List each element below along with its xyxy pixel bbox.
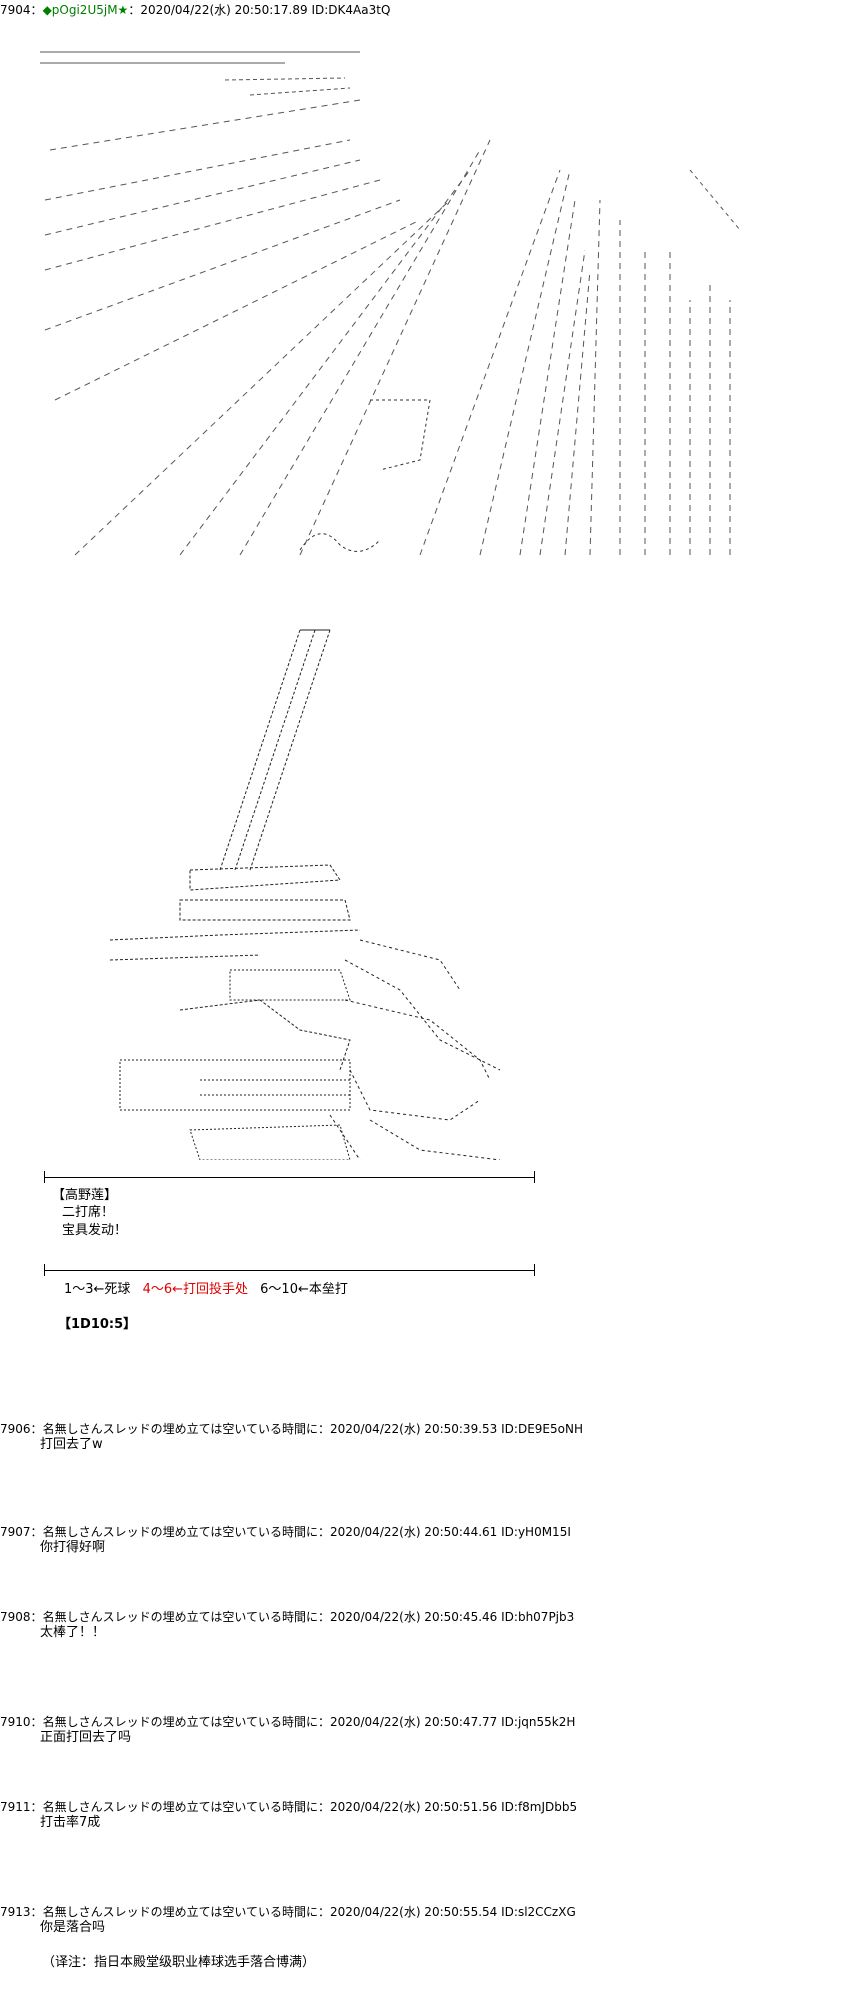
post-header-7910: 7910：名無しさんスレッドの埋め立ては空いている時間に：2020/04/22(… [0,1715,575,1729]
poster-name: 名無しさんスレッドの埋め立ては空いている時間に [42,1422,318,1436]
dice-result: 【1D10:5】 [58,1317,137,1332]
post-body-7908: 太棒了！！ [40,1625,106,1640]
post-id[interactable]: ID:yH0M15I [501,1525,571,1539]
poster-trip[interactable]: ◆pOgi2U5jM★ [42,3,129,17]
post-header-7907: 7907：名無しさんスレッドの埋め立ては空いている時間に：2020/04/22(… [0,1525,571,1539]
post-id[interactable]: ID:f8mJDbb5 [501,1800,578,1814]
speaker-line-2: 宝具发动！ [62,1223,128,1238]
ascii-art-illustration [40,51,741,1160]
post-header-7906: 7906：名無しさんスレッドの埋め立ては空いている時間に：2020/04/22(… [0,1422,583,1436]
separator: ： [30,1905,43,1919]
post-datetime: ：2020/04/22(水) 20:50:17.89 [128,3,308,17]
post-number: 7908 [0,1610,31,1624]
poster-name: 名無しさんスレッドの埋め立ては空いている時間に [42,1610,318,1624]
post-body-7910: 正面打回去了吗 [40,1730,132,1745]
separator: ： [30,3,43,17]
bat-shape [219,629,331,871]
post-number: 7913 [0,1905,31,1919]
poster-name: 名無しさんスレッドの埋め立ては空いている時間に [42,1800,318,1814]
dice-option-3: 6～10←本垒打 [260,1282,348,1297]
post-number: 7904 [0,3,31,17]
post-datetime: ：2020/04/22(水) 20:50:51.56 [317,1800,498,1814]
speaker-name: 【高野莲】 [52,1188,118,1203]
post-id[interactable]: ID:DE9E5oNH [501,1422,583,1436]
dice-option-1: 1～3←死球 [64,1282,131,1297]
post-id[interactable]: ID:bh07Pjb3 [501,1610,575,1624]
post-body-7913: 你是落合吗 [40,1920,106,1935]
post-header-7908: 7908：名無しさんスレッドの埋め立ては空いている時間に：2020/04/22(… [0,1610,574,1624]
wave-shapes [299,399,431,552]
dice-options: 1～3←死球 4～6←打回投手处 6～10←本垒打 [64,1282,348,1298]
speaker-line-1: 二打席！ [62,1205,115,1220]
post-body-7911: 打击率7成 [40,1815,101,1830]
post-number: 7906 [0,1422,31,1436]
post-id[interactable]: ID:DK4Aa3tQ [311,3,391,17]
post-header-7913: 7913：名無しさんスレッドの埋め立ては空いている時間に：2020/04/22(… [0,1905,576,1919]
post-datetime: ：2020/04/22(水) 20:50:45.46 [317,1610,498,1624]
poster-name: 名無しさんスレッドの埋め立ては空いている時間に [42,1905,318,1919]
dice-option-2: 4～6←打回投手处 [142,1282,249,1297]
speed-lines [40,51,741,556]
poster-name: 名無しさんスレッドの埋め立ては空いている時間に [42,1715,318,1729]
post-header-7911: 7911：名無しさんスレッドの埋め立ては空いている時間に：2020/04/22(… [0,1800,577,1814]
divider-bottom [44,1270,534,1271]
divider-bottom-left-tick [44,1264,45,1276]
divider-top-left-tick [44,1171,45,1183]
post-number: 7911 [0,1800,31,1814]
separator: ： [30,1422,43,1436]
post-header-7904: 7904：◆pOgi2U5jM★：2020/04/22(水) 20:50:17.… [0,3,390,17]
post-number: 7907 [0,1525,31,1539]
separator: ： [30,1610,43,1624]
post-datetime: ：2020/04/22(水) 20:50:39.53 [317,1422,498,1436]
separator: ： [30,1525,43,1539]
translator-note: （译注：指日本殿堂级职业棒球选手落合博满） [42,1955,316,1970]
poster-name: 名無しさんスレッドの埋め立ては空いている時間に [42,1525,318,1539]
divider-top-right-tick [534,1171,535,1183]
divider-top [44,1177,534,1178]
post-id[interactable]: ID:jqn55k2H [501,1715,576,1729]
post-datetime: ：2020/04/22(水) 20:50:44.61 [317,1525,498,1539]
post-datetime: ：2020/04/22(水) 20:50:55.54 [317,1905,498,1919]
post-datetime: ：2020/04/22(水) 20:50:47.77 [317,1715,498,1729]
post-body-7906: 打回去了w [40,1437,103,1452]
divider-bottom-right-tick [534,1264,535,1276]
separator: ： [30,1800,43,1814]
separator: ： [30,1715,43,1729]
batter-figure [109,864,501,1160]
post-id[interactable]: ID:sl2CCzXG [501,1905,576,1919]
post-number: 7910 [0,1715,31,1729]
post-body-7907: 你打得好啊 [40,1540,106,1555]
